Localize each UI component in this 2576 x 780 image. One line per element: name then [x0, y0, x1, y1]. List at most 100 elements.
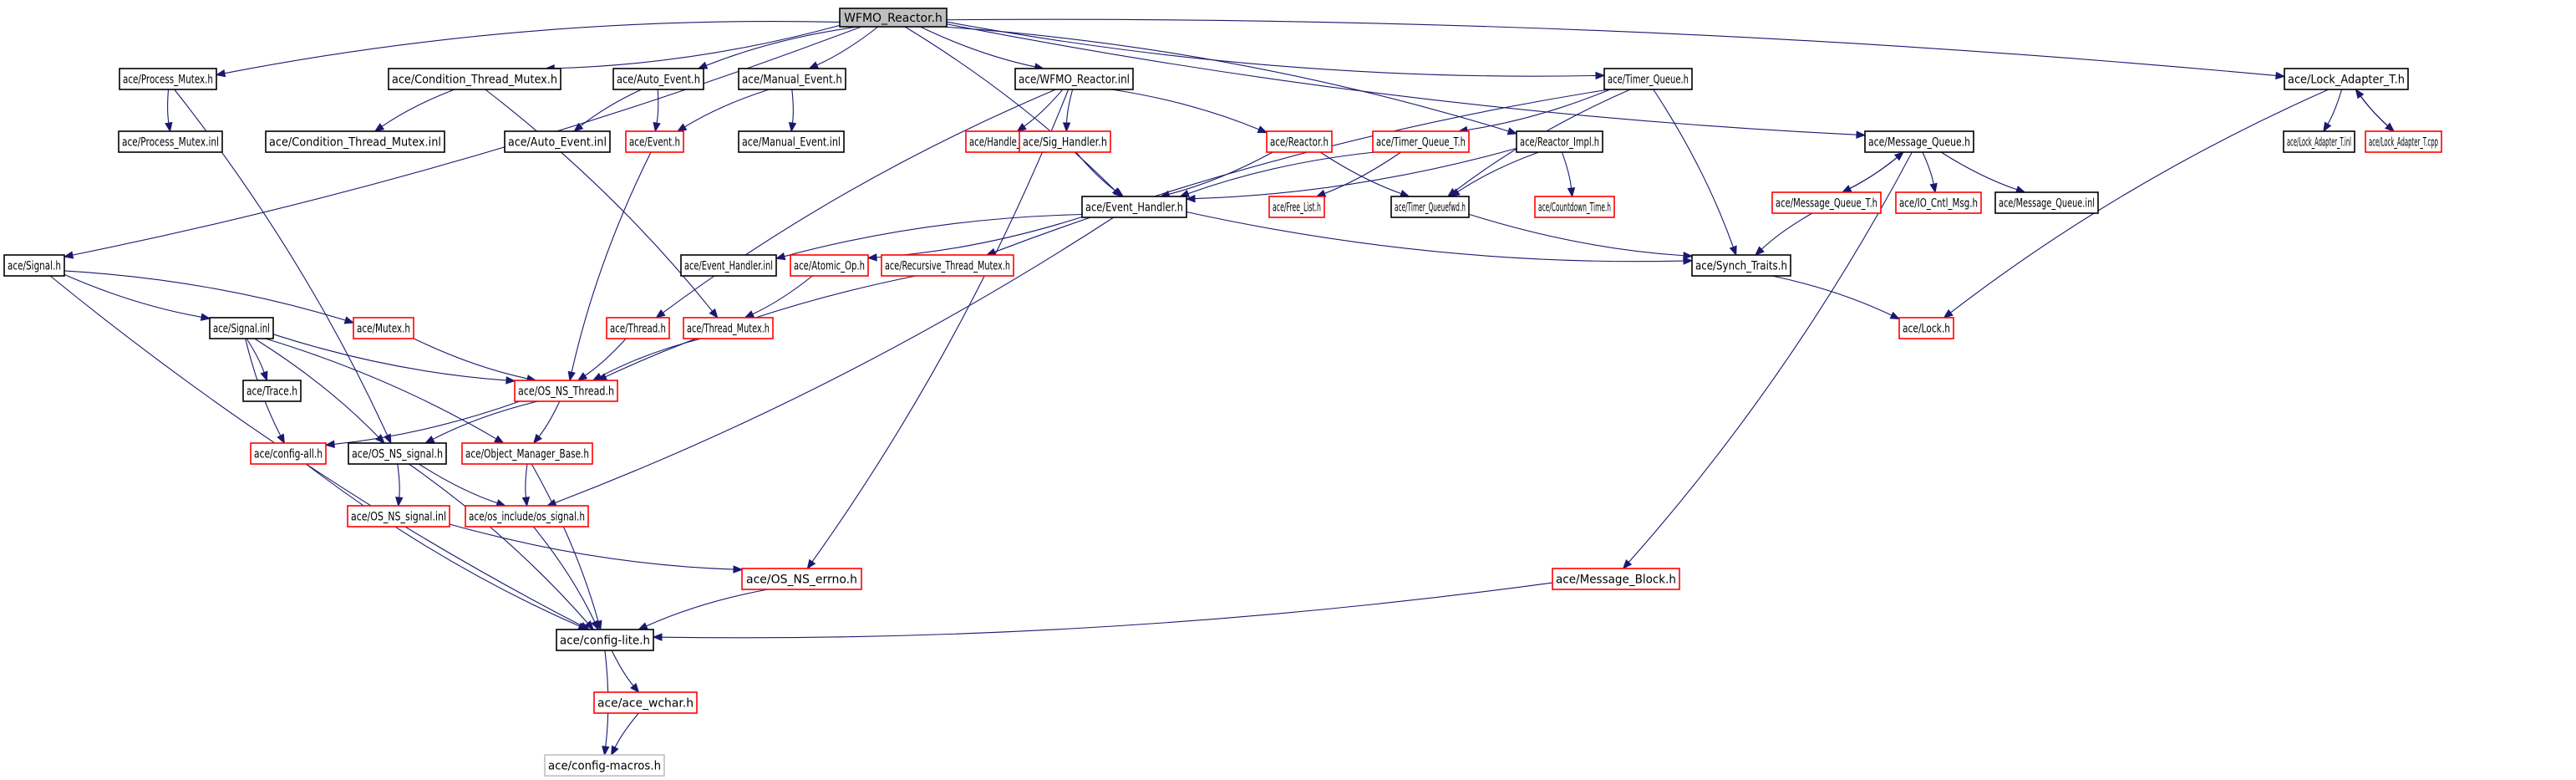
graph-node[interactable]: ace/Auto_Event.inl: [504, 130, 611, 153]
edge-line: [305, 463, 580, 627]
graph-node[interactable]: ace/Lock_Adapter_T.cpp: [2365, 130, 2442, 153]
graph-node[interactable]: ace/Sig_Handler.h: [1019, 130, 1111, 153]
graph-node[interactable]: ace/Event_Handler.h: [1081, 196, 1187, 218]
graph-node[interactable]: ace/Message_Block.h: [1552, 568, 1680, 590]
graph-node[interactable]: ace/IO_Cntl_Msg.h: [1895, 191, 1982, 214]
edge-line: [943, 26, 1509, 132]
node-label: ace/config-all.h: [254, 448, 323, 461]
dependency-edge: [652, 582, 1553, 641]
arrowhead-icon: [788, 121, 797, 133]
dependency-edge: [788, 89, 797, 133]
dependency-edge: [1771, 275, 1901, 320]
dependency-edge: [573, 89, 643, 132]
graph-node[interactable]: ace/Reactor.h: [1266, 130, 1333, 153]
dependency-edge: [272, 334, 516, 385]
arrowhead-icon: [200, 313, 211, 321]
graph-node[interactable]: ace/Condition_Thread_Mutex.inl: [265, 130, 445, 153]
graph-node[interactable]: ace/Timer_Queuefwd.h: [1390, 196, 1470, 218]
graph-node[interactable]: ace/Manual_Event.h: [738, 68, 846, 90]
graph-node[interactable]: ace/Condition_Thread_Mutex.h: [388, 68, 561, 90]
graph-node[interactable]: ace/Manual_Event.inl: [738, 130, 845, 153]
graph-node[interactable]: ace/ace_wchar.h: [593, 691, 698, 714]
graph-node[interactable]: ace/Process_Mutex.h: [119, 68, 217, 90]
edge-line: [1111, 89, 1259, 130]
edge-line: [2360, 95, 2395, 132]
dependency-edge: [806, 89, 1070, 570]
arrowhead-icon: [775, 252, 786, 261]
graph-node[interactable]: ace/WFMO_Reactor.inl: [1014, 68, 1134, 90]
graph-node[interactable]: ace/Trace.h: [242, 380, 302, 402]
graph-node[interactable]: ace/Message_Queue.h: [1864, 130, 1974, 153]
graph-node[interactable]: ace/config-macros.h: [544, 754, 665, 777]
graph-node[interactable]: ace/Synch_Traits.h: [1691, 254, 1791, 277]
edge-line: [1457, 151, 1539, 192]
graph-node[interactable]: ace/Signal.inl: [209, 317, 274, 339]
arrowhead-icon: [1062, 122, 1071, 133]
graph-node[interactable]: ace/Event.h: [625, 130, 684, 153]
graph-node[interactable]: ace/Thread_Mutex.h: [683, 317, 774, 339]
dependency-edge: [532, 400, 561, 445]
graph-node[interactable]: ace/Free_List.h: [1268, 196, 1325, 218]
edge-line: [600, 338, 702, 377]
graph-node[interactable]: ace/Reactor_Impl.h: [1516, 130, 1603, 153]
edge-line: [661, 582, 1553, 639]
graph-node[interactable]: ace/OS_NS_errno.h: [741, 568, 862, 590]
node-label: ace/WFMO_Reactor.inl: [1019, 74, 1130, 87]
graph-node[interactable]: ace/Timer_Queue.h: [1603, 68, 1693, 90]
node-label: ace/Auto_Event.h: [617, 74, 700, 87]
node-label: ace/Synch_Traits.h: [1695, 260, 1787, 273]
node-box: [606, 317, 670, 339]
edge-line: [571, 151, 652, 373]
graph-node[interactable]: ace/Atomic_Op.h: [790, 254, 869, 277]
graph-node[interactable]: ace/Process_Mutex.inl: [118, 130, 223, 153]
edge-line: [994, 89, 1609, 252]
node-label: ace/Lock.h: [1903, 323, 1950, 336]
graph-node[interactable]: ace/Auto_Event.h: [612, 68, 704, 90]
edge-line: [432, 400, 538, 440]
node-box: [1266, 130, 1333, 153]
graph-node[interactable]: ace/Signal.h: [3, 254, 65, 277]
arrowhead-icon: [1567, 187, 1576, 198]
graph-node[interactable]: ace/Lock_Adapter_T.inl: [2283, 130, 2355, 153]
graph-node[interactable]: ace/Countdown_Time.h: [1534, 196, 1615, 218]
graph-node[interactable]: ace/Thread.h: [606, 317, 670, 339]
dependency-edge: [943, 26, 1518, 135]
node-label: ace/Message_Block.h: [1556, 574, 1676, 587]
edge-line: [791, 89, 794, 124]
node-box: [2283, 130, 2355, 153]
graph-node[interactable]: ace/Event_Handler.inl: [680, 254, 777, 277]
graph-node[interactable]: ace/Lock_Adapter_T.h: [2284, 68, 2409, 90]
arrowhead-icon: [638, 622, 648, 630]
graph-node[interactable]: ace/Timer_Queue_T.h: [1372, 130, 1470, 153]
edge-line: [1922, 151, 1934, 185]
graph-node[interactable]: ace/OS_NS_signal.inl: [347, 505, 450, 528]
arrowhead-icon: [384, 433, 392, 445]
arrowhead-icon: [1943, 308, 1954, 319]
graph-node[interactable]: ace/config-lite.h: [556, 629, 654, 651]
node-label: ace/Recursive_Thread_Mutex.h: [885, 260, 1010, 273]
graph-node[interactable]: ace/Recursive_Thread_Mutex.h: [881, 254, 1014, 277]
graph-node[interactable]: ace/Message_Queue_T.h: [1771, 191, 1882, 214]
graph-node[interactable]: ace/config-all.h: [250, 442, 327, 465]
edge-line: [381, 89, 455, 127]
node-box: [1081, 196, 1187, 218]
arrowhead-icon: [2323, 121, 2332, 133]
graph-node[interactable]: ace/os_include/os_signal.h: [465, 505, 589, 528]
dependency-edge: [1622, 151, 1913, 570]
arrowhead-icon: [2355, 88, 2365, 99]
graph-node[interactable]: ace/Object_Manager_Base.h: [461, 442, 593, 465]
edge-line: [876, 216, 1083, 258]
graph-node[interactable]: ace/OS_NS_Thread.h: [514, 380, 618, 402]
graph-node[interactable]: ace/Lock.h: [1898, 317, 1954, 339]
graph-node[interactable]: ace/Mutex.h: [353, 317, 414, 339]
graph-node[interactable]: ace/Message_Queue.inl: [1994, 191, 2099, 214]
graph-node[interactable]: ace/OS_NS_signal.h: [348, 442, 447, 465]
node-label: ace/Thread.h: [610, 323, 666, 336]
arrowhead-icon: [424, 435, 435, 444]
edge-line: [1194, 147, 1517, 200]
node-box: [593, 691, 698, 714]
dependency-edge: [521, 463, 531, 507]
node-label: ace/Thread_Mutex.h: [687, 323, 770, 336]
node-label: ace/Event_Handler.h: [1085, 201, 1183, 215]
